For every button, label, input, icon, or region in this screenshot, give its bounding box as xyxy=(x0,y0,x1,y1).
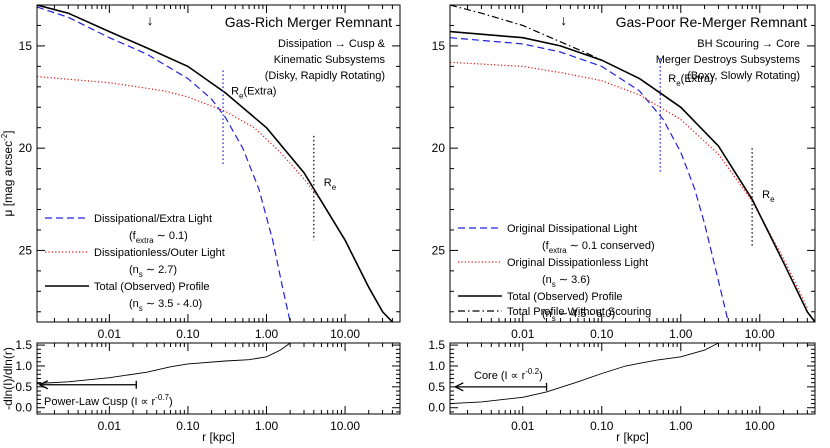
y-tick-label: 1.5 xyxy=(15,338,32,352)
legend-label: Dissipational/Extra Light xyxy=(94,213,212,225)
x-tick-label: 10.00 xyxy=(745,327,775,341)
y-tick-label: 1.0 xyxy=(428,359,445,373)
legend-sublabel: (ns ∼ 3.6) xyxy=(542,274,590,289)
panel-subtitle: BH Scouring → Core xyxy=(697,38,800,50)
x-tick-label: 0.10 xyxy=(590,327,614,341)
x-axis-label: r [kpc] xyxy=(202,430,235,444)
radius-marker-label: Re(Extra) xyxy=(231,85,276,100)
x-tick-label: 0.01 xyxy=(511,327,535,341)
series-line-total-observed-profile xyxy=(450,30,815,322)
y-tick-label: 15 xyxy=(432,39,446,53)
y-axis-label: -dln(I)/dln(r) xyxy=(1,347,15,410)
plot-frame xyxy=(449,4,816,323)
legend-sublabel: (ns ∼ 2.7) xyxy=(129,264,177,279)
panel-3: 0.01 0.10 1.00 10.00 0.0 0.5 1.0 1.5 r [kpc] -dln… xyxy=(1,338,401,444)
y-tick-label: 1.0 xyxy=(15,359,32,373)
series-line-dissipationless-outer-light xyxy=(37,76,322,202)
arrow-down-icon: ↓ xyxy=(147,12,154,28)
arrow-left-icon xyxy=(453,382,464,392)
panel-subtitle: (Disky, Rapidly Rotating) xyxy=(265,70,385,82)
panel-2: 0.01 0.10 1.00 10.00 15 20 25 Gas-Poor Re-Merge… xyxy=(432,4,816,341)
series-line-slope xyxy=(37,343,291,384)
plot-frame xyxy=(36,4,401,323)
legend-label: Original Dissipational Light xyxy=(507,223,637,235)
x-tick-label: 0.10 xyxy=(176,419,200,433)
x-tick-label: 1.00 xyxy=(669,327,693,341)
x-tick-label: 0.01 xyxy=(98,419,122,433)
x-tick-label: 0.01 xyxy=(511,419,535,433)
legend-sublabel: (ns ∼ 4.5 - 6.0) xyxy=(542,308,615,323)
x-tick-label: 1.00 xyxy=(255,419,279,433)
y-tick-label: 0.5 xyxy=(428,380,445,394)
y-tick-label: 0.5 xyxy=(15,380,32,394)
panel-subtitle: Merger Destroys Subsystems xyxy=(656,54,801,66)
y-tick-label: 0.0 xyxy=(15,401,32,415)
y-tick-label: 20 xyxy=(19,141,33,155)
x-tick-label: 10.00 xyxy=(745,419,775,433)
legend-sublabel: (fextra ∼ 0.1 conserved) xyxy=(542,240,655,255)
legend-sublabel: (ns ∼ 3.5 - 4.0) xyxy=(129,298,202,313)
legend-label: Total (Observed) Profile xyxy=(94,281,210,293)
x-tick-label: 10.00 xyxy=(330,327,360,341)
arrow-left-icon xyxy=(38,380,49,390)
panel-4: 0.01 0.10 1.00 10.00 0.0 0.5 1.0 1.5 r [kpc] xyxy=(428,338,816,444)
radius-marker-label: Re xyxy=(324,177,337,192)
y-tick-label: 15 xyxy=(19,39,33,53)
x-tick-label: 1.00 xyxy=(255,327,279,341)
y-tick-label: 20 xyxy=(432,141,446,155)
annotation-label: Power-Law Cusp (I ∝ r-0.7) xyxy=(44,393,173,408)
x-tick-label: 10.00 xyxy=(330,419,360,433)
series-line-original-dissipational-light xyxy=(450,37,729,322)
panel-1: 0.01 0.10 1.00 10.00 15 20 25 Gas-Rich Merger R… xyxy=(19,4,401,341)
y-tick-label: 1.5 xyxy=(428,338,445,352)
series-line-total-observed-profile xyxy=(37,5,393,322)
legend-label: Total (Observed) Profile xyxy=(507,291,623,303)
panel-subtitle: (Boxy, Slowly Rotating) xyxy=(687,70,800,82)
y-tick-label: 25 xyxy=(432,243,446,257)
x-tick-label: 1.00 xyxy=(669,419,693,433)
series-line-total-profile-without-scouring xyxy=(450,5,603,61)
y-tick-label: 25 xyxy=(19,243,33,257)
x-tick-label: 0.10 xyxy=(590,419,614,433)
x-axis-label: r [kpc] xyxy=(616,430,649,444)
annotation-label: Core (I ∝ r-0.2) xyxy=(474,367,543,382)
legend-label: Dissipationless/Outer Light xyxy=(94,247,225,259)
x-tick-label: 0.01 xyxy=(98,327,122,341)
y-tick-label: 0.0 xyxy=(428,401,445,415)
radius-marker-label: Re xyxy=(762,189,775,204)
panel-subtitle: Kinematic Subsystems xyxy=(274,54,386,66)
x-tick-label: 0.10 xyxy=(176,327,200,341)
arrow-down-icon: ↓ xyxy=(560,12,567,28)
legend-sublabel: (fextra ∼ 0.1) xyxy=(129,230,188,245)
y-axis-label: μ [mag arcsec-2] xyxy=(0,130,15,216)
panel-title: Gas-Poor Re-Merger Remnant xyxy=(616,14,808,30)
legend-label: Original Dissipationless Light xyxy=(507,257,648,269)
panel-subtitle: Dissipation → Cusp & xyxy=(278,38,386,50)
series-line-dissipational-extra-light xyxy=(37,6,291,322)
series-line-original-dissipationless-light xyxy=(450,61,808,308)
legend-label: Total Profile Without Scouring xyxy=(507,306,651,318)
panel-title: Gas-Rich Merger Remnant xyxy=(225,14,392,30)
series-line-slope xyxy=(450,343,719,405)
radius-marker-label: Re(Extra) xyxy=(668,73,713,88)
